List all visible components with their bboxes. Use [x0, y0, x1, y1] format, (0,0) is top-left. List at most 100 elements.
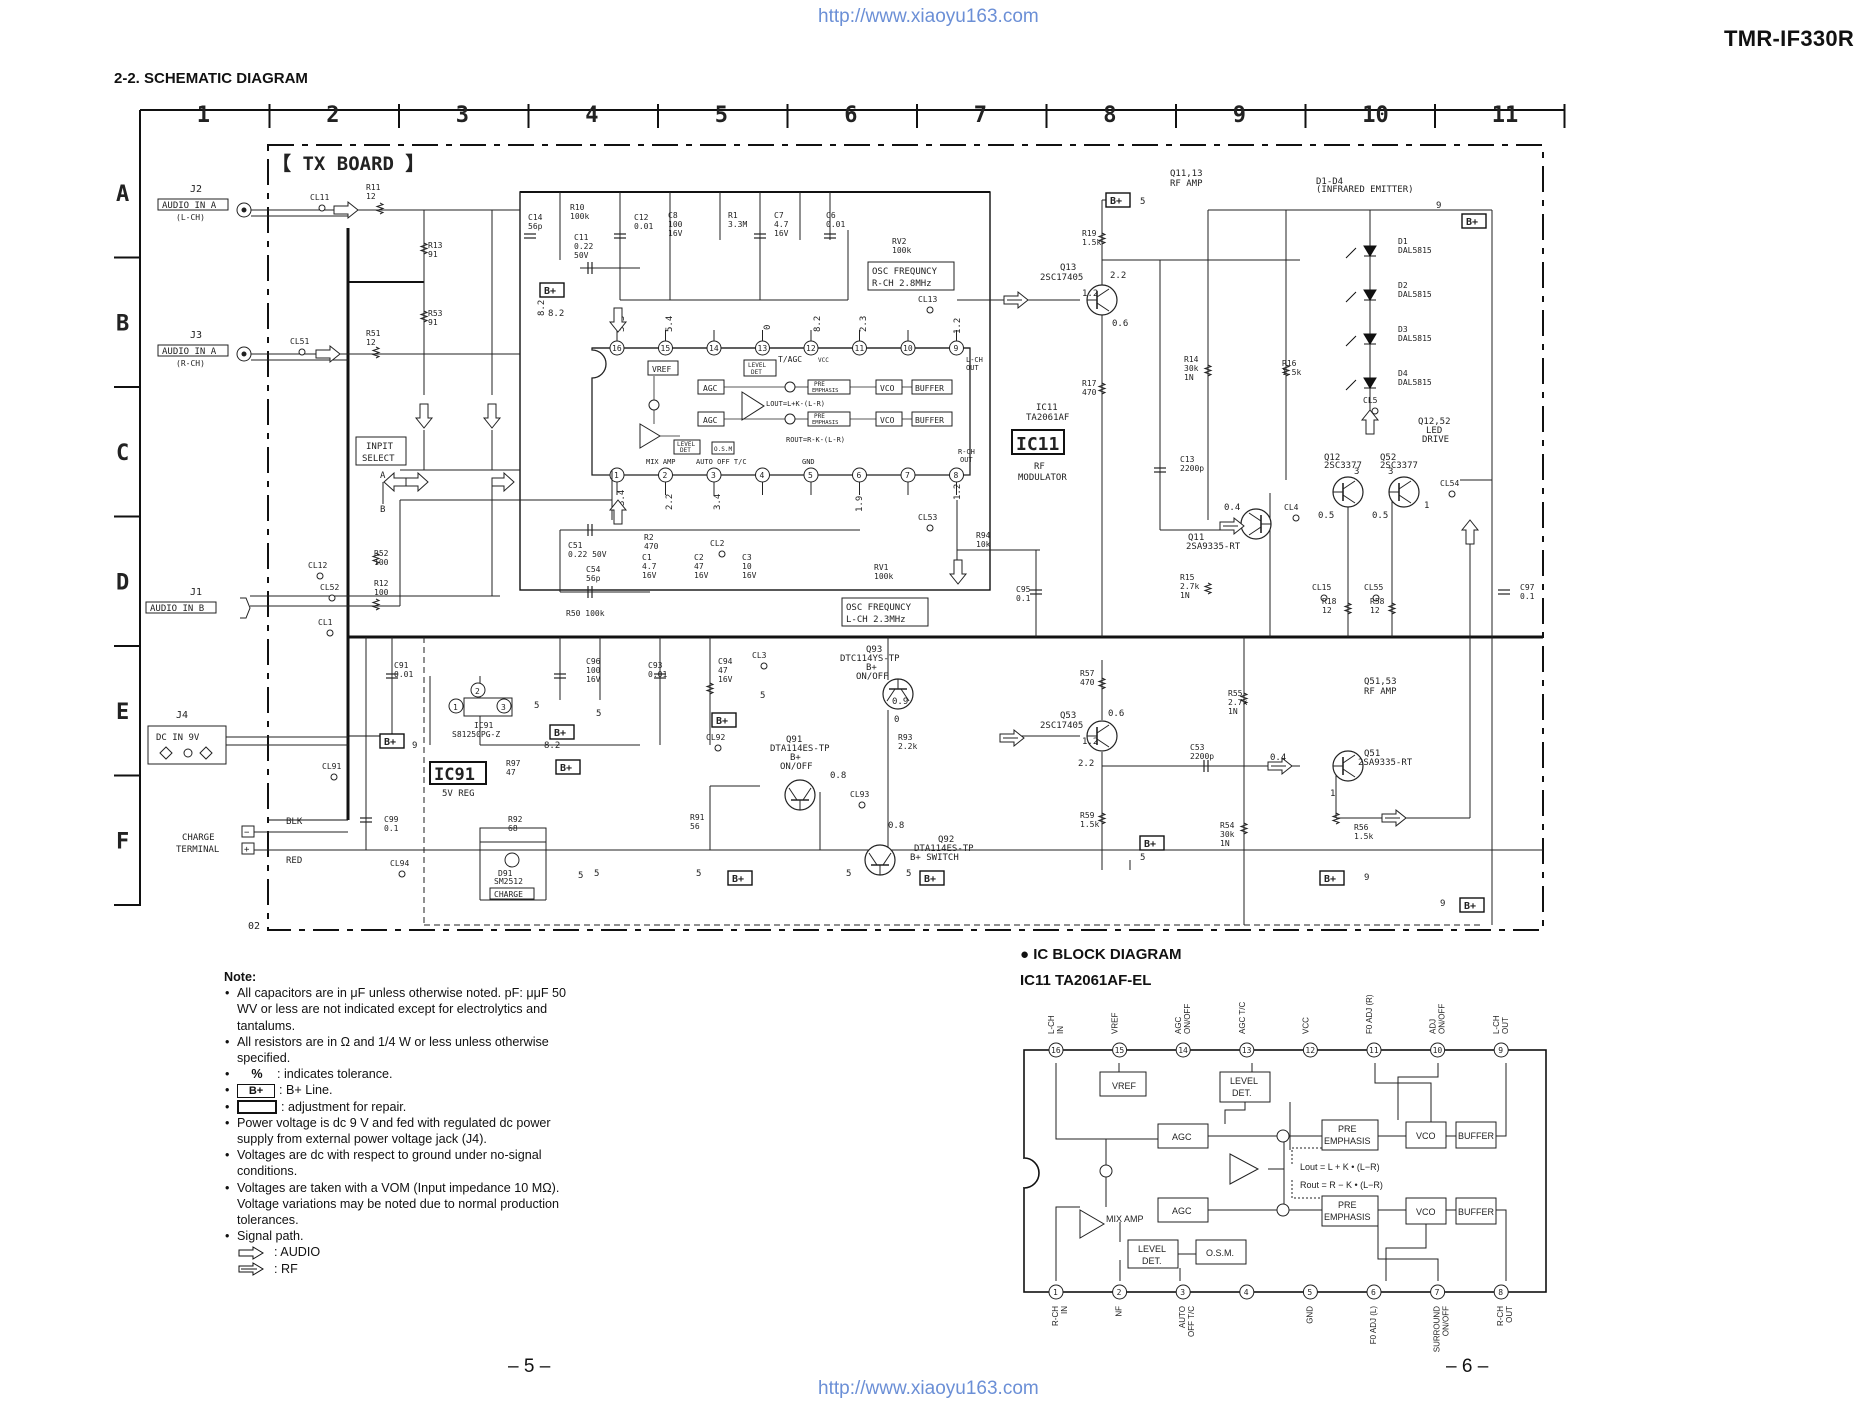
- legend-rf: : RF: [224, 1261, 576, 1277]
- url-top[interactable]: http://www.xiaoyu163.com: [818, 6, 1039, 27]
- block-pin: [1112, 1284, 1128, 1300]
- svg-text:Q13: Q13: [1060, 263, 1076, 273]
- block-pin-label: AGCON/OFF: [1174, 1004, 1192, 1034]
- test-point-label: CL11: [310, 193, 329, 202]
- test-point-label: CL1: [318, 618, 333, 627]
- svg-text:2SC17405: 2SC17405: [1040, 721, 1083, 731]
- voltage-label: 5: [534, 701, 539, 711]
- svg-text:Q11,13: Q11,13: [1170, 169, 1203, 179]
- svg-text:J3: J3: [190, 330, 202, 341]
- svg-text:7: 7: [1435, 1288, 1440, 1297]
- block-pin: [1302, 1042, 1318, 1058]
- block-pin-label: F0 ADJ (R): [1365, 994, 1374, 1034]
- svg-text:6: 6: [1371, 1288, 1376, 1297]
- voltage-label: 1.2: [1082, 289, 1098, 299]
- svg-text:PRE: PRE: [814, 381, 825, 388]
- block-pin: [1366, 1042, 1382, 1058]
- test-point-label: CL4: [1284, 503, 1299, 512]
- svg-text:16: 16: [1051, 1046, 1061, 1055]
- svg-text:VCO: VCO: [880, 416, 895, 425]
- svg-text:13: 13: [1242, 1046, 1252, 1055]
- svg-text:4: 4: [760, 471, 765, 480]
- voltage-label: 3.4: [713, 494, 723, 510]
- svg-text:INPIT: INPIT: [366, 442, 394, 452]
- block-pin-label: R-CHOUT: [1496, 1306, 1514, 1326]
- test-point-label: CL13: [918, 295, 937, 304]
- svg-text:Q51,53: Q51,53: [1364, 677, 1397, 687]
- voltage-label: 5: [696, 869, 701, 879]
- note-item: Voltages are taken with a VOM (Input imp…: [224, 1180, 576, 1229]
- svg-text:VCO: VCO: [880, 384, 895, 393]
- svg-text:12: 12: [806, 344, 816, 353]
- voltage-label: 0.5: [1372, 511, 1388, 521]
- svg-text:DET.: DET.: [1142, 1256, 1162, 1266]
- adjust-text: : adjustment for repair.: [281, 1099, 407, 1114]
- note-item: All capacitors are in μF unless otherwis…: [224, 985, 576, 1034]
- ic11-label: IC11: [1016, 434, 1059, 455]
- svg-text:OSC FREQUNCY: OSC FREQUNCY: [872, 267, 938, 277]
- svg-text:5V REG: 5V REG: [442, 789, 475, 799]
- svg-text:AUTO OFF T/C: AUTO OFF T/C: [696, 458, 747, 466]
- grid-row-label: E: [116, 700, 129, 725]
- svg-text:10: 10: [1433, 1046, 1443, 1055]
- svg-text:D1-D4: D1-D4: [1316, 177, 1343, 187]
- svg-text:5: 5: [1307, 1288, 1312, 1297]
- block-pin-label: L-CHOUT: [1492, 1015, 1510, 1034]
- connectors: J2 AUDIO IN A (L-CH) J3 AUDIO IN A (R-CH…: [145, 184, 303, 866]
- test-point-label: CL52: [320, 583, 339, 592]
- svg-text:ROUT=R-K-(L-R): ROUT=R-K-(L-R): [786, 436, 845, 444]
- test-point-label: CL51: [290, 337, 309, 346]
- svg-text:2SA9335-RT: 2SA9335-RT: [1358, 758, 1413, 768]
- test-point-label: CL94: [390, 859, 409, 868]
- grid-col-label: 2: [326, 103, 339, 128]
- url-bottom[interactable]: http://www.xiaoyu163.com: [818, 1378, 1039, 1399]
- grid-col-label: 7: [974, 103, 987, 128]
- grid-row-label: C: [116, 441, 129, 466]
- block-pin: [1112, 1042, 1128, 1058]
- svg-text:RF AMP: RF AMP: [1364, 687, 1397, 697]
- grid-col-label: 3: [456, 103, 469, 128]
- svg-text:OUT: OUT: [966, 364, 979, 372]
- notes-panel: Note: All capacitors are in μF unless ot…: [224, 969, 576, 1277]
- svg-text:Q12,52: Q12,52: [1418, 417, 1451, 427]
- svg-text:Rout = R − K • (L−R): Rout = R − K • (L−R): [1300, 1180, 1383, 1190]
- svg-text:3: 3: [711, 471, 716, 480]
- svg-text:3: 3: [1180, 1288, 1185, 1297]
- bplus-marker: B+: [924, 874, 936, 885]
- svg-text:IC91: IC91: [434, 765, 475, 785]
- tolerance-text: : indicates tolerance.: [277, 1067, 393, 1082]
- svg-text:MIX AMP: MIX AMP: [1106, 1214, 1144, 1224]
- svg-text:AGC: AGC: [1172, 1206, 1192, 1216]
- rf-arrow-icon: [238, 1261, 264, 1276]
- svg-text:VREF: VREF: [1112, 1081, 1137, 1091]
- svg-text:B+: B+: [866, 663, 877, 673]
- bplus-marker: B+: [1466, 217, 1478, 228]
- test-point-label: CL15: [1312, 583, 1331, 592]
- svg-text:L-CH 2.3MHz: L-CH 2.3MHz: [846, 615, 906, 625]
- audio-arrow-icon: [238, 1245, 264, 1260]
- svg-text:CHARGE: CHARGE: [494, 890, 523, 899]
- svg-text:16: 16: [612, 344, 622, 353]
- block-pin: [1493, 1042, 1509, 1058]
- svg-text:14: 14: [709, 344, 719, 353]
- svg-text:MIX AMP: MIX AMP: [646, 458, 676, 466]
